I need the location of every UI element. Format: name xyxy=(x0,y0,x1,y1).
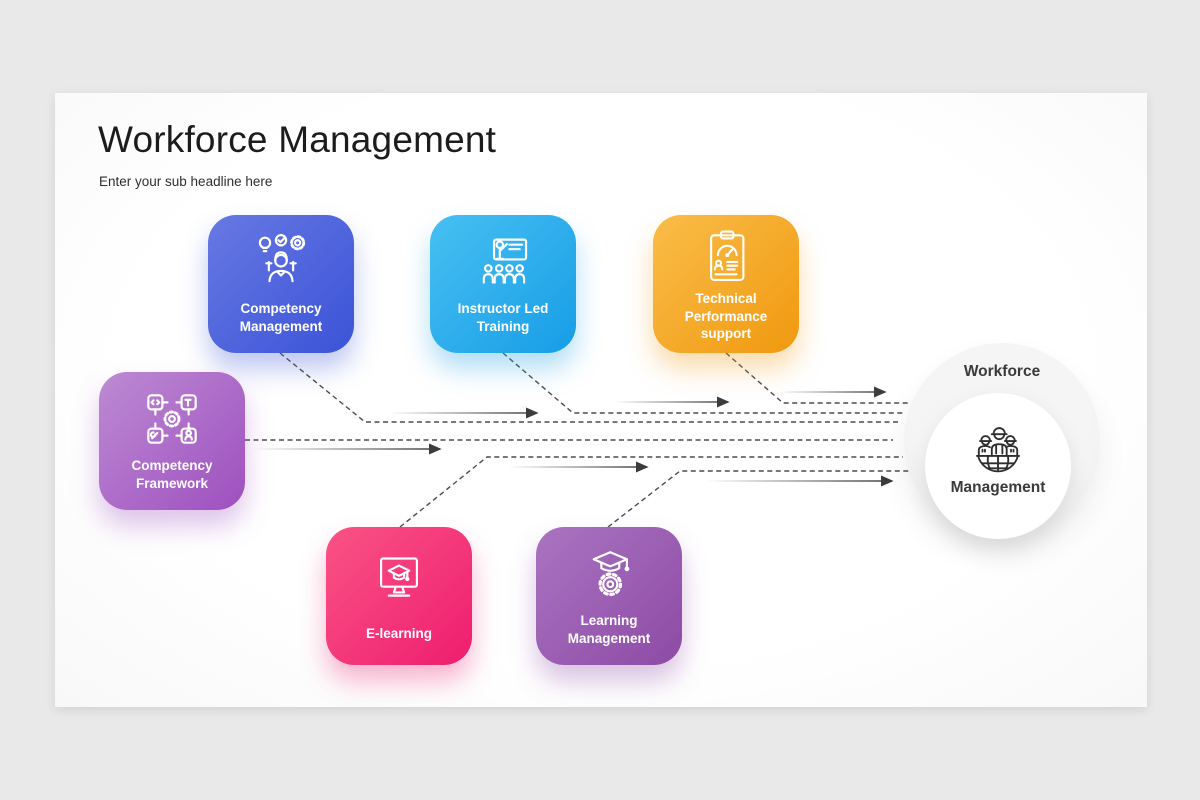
card-label: Technical Performance support xyxy=(684,291,768,342)
gear-framework-icon xyxy=(147,394,197,444)
card-competency-framework[interactable]: Competency Framework xyxy=(99,372,245,510)
connector-competency-management xyxy=(279,352,900,423)
presentation-audience-icon xyxy=(482,238,528,284)
card-label: Competency Management xyxy=(239,301,323,334)
connector-e-learning xyxy=(399,456,903,528)
monitor-graduation-icon xyxy=(379,557,419,597)
card-instructor-led-training[interactable]: Instructor Led Training xyxy=(430,215,576,353)
hub-inner-circle: Management xyxy=(925,393,1071,539)
connector-learning-management xyxy=(607,470,910,528)
card-label: Learning Management xyxy=(567,613,651,646)
hub-workforce-management[interactable]: Workforce xyxy=(904,343,1100,539)
card-technical-performance-support[interactable]: Technical Performance support xyxy=(653,215,799,353)
slide-subtitle: Enter your sub headline here xyxy=(99,174,273,189)
card-label: Competency Framework xyxy=(131,458,213,491)
card-competency-management[interactable]: Competency Management xyxy=(208,215,354,353)
card-label: E-learning xyxy=(365,626,432,641)
card-label: Instructor Led Training xyxy=(457,301,549,334)
slide: Workforce Management Enter your sub head… xyxy=(55,93,1147,707)
hub-bottom-label: Management xyxy=(950,479,1046,496)
workers-globe-icon xyxy=(975,427,1021,473)
connector-technical-performance xyxy=(725,352,908,404)
slide-title: Workforce Management xyxy=(98,119,497,160)
card-e-learning[interactable]: E-learning xyxy=(326,527,472,665)
hub-top-label: Workforce xyxy=(963,363,1041,380)
card-learning-management[interactable]: Learning Management xyxy=(536,527,682,665)
person-ideas-icon xyxy=(258,234,306,283)
clipboard-gauge-icon xyxy=(710,230,745,281)
graduation-gear-icon xyxy=(592,551,630,597)
connector-instructor-led xyxy=(502,352,905,414)
